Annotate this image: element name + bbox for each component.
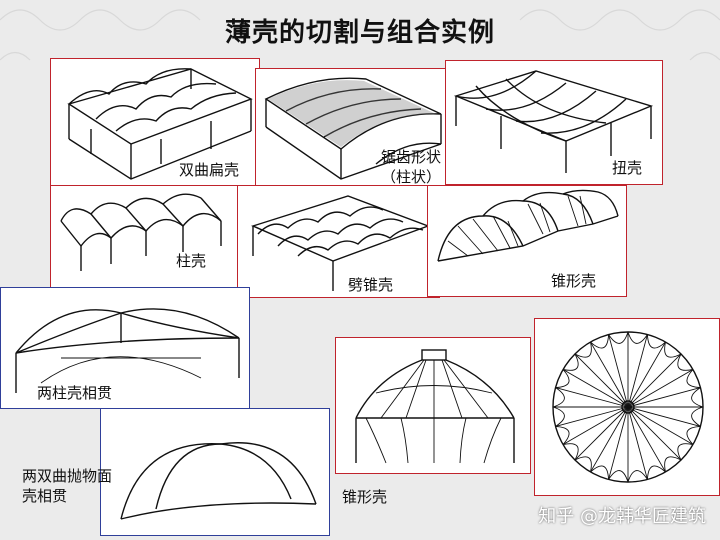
figure-niuke-panel: 扭壳 — [445, 60, 663, 185]
rosette-petal — [555, 369, 570, 389]
rosette-ray — [574, 406, 629, 461]
rosette-petal — [574, 341, 592, 358]
rosette-ray — [555, 406, 629, 427]
liangzhu-drawing — [15, 308, 240, 393]
rosette-ray — [627, 406, 666, 473]
page-title: 薄壳的切割与组合实例 — [224, 18, 495, 48]
rosette-ray — [608, 334, 629, 408]
zhuixing2-drawing — [355, 349, 515, 464]
rosette-petal — [677, 443, 694, 461]
rosette-petal — [574, 456, 592, 473]
rosette-petal — [646, 334, 666, 349]
rosette-petal — [691, 387, 704, 408]
figure-zhuixing1-panel: 锥形壳 — [427, 185, 627, 297]
figure-rosette-panel — [534, 318, 720, 496]
rosette-petal — [677, 353, 694, 371]
figure-pangzhui-panel: 劈锥壳 — [237, 185, 440, 298]
figure-liangzhu-panel: 两柱壳相贯 — [0, 287, 250, 409]
rosette-ray — [590, 341, 629, 408]
figure-liangshuangqu-panel — [100, 408, 330, 536]
rosette-ray — [574, 353, 629, 408]
zhuke-drawing — [60, 193, 222, 271]
rosette-petal — [608, 470, 629, 483]
figure-zhuixing2-panel — [335, 337, 531, 474]
rosette-ray — [590, 406, 629, 473]
figure-liangshuangqu-caption: 两双曲抛物面 壳相贯 — [22, 467, 113, 505]
pangzhui-drawing — [251, 195, 431, 291]
figure-zhuixing2-caption: 锥形壳 — [342, 488, 388, 506]
rosette-ray — [562, 406, 629, 445]
figure-shuangqu-panel: 双曲扁壳 — [50, 58, 260, 188]
rosette-petal — [627, 331, 648, 344]
rosette-ray — [627, 353, 682, 408]
rosette-ray — [627, 369, 694, 408]
rosette-petal — [686, 369, 701, 389]
rosette-petal — [555, 425, 570, 445]
niuke-drawing — [453, 70, 654, 173]
juchi-drawing — [264, 77, 442, 180]
figure-zhuke-caption: 柱壳 — [176, 252, 207, 270]
rosette-ray — [627, 406, 694, 445]
rosette-ray — [627, 406, 682, 461]
rosette-drawing — [552, 331, 704, 483]
rosette-petal — [686, 425, 701, 445]
rosette-petal — [552, 406, 565, 427]
rosette-petal — [590, 334, 610, 349]
rosette-petal — [590, 465, 610, 480]
figure-niuke-caption: 扭壳 — [612, 159, 643, 177]
rosette-ray — [627, 387, 701, 408]
zhuixing1-drawing — [437, 189, 619, 262]
rosette-ray — [627, 406, 701, 427]
rosette-ray — [562, 369, 629, 408]
rosette-petal — [646, 465, 666, 480]
rosette-petal — [562, 353, 579, 371]
liangshuangqu-drawing — [120, 442, 317, 520]
rosette-ray — [627, 341, 666, 408]
figure-pangzhui-caption: 劈锥壳 — [348, 276, 394, 294]
rosette-petal — [664, 456, 682, 473]
figure-liangzhu-caption: 两柱壳相贯 — [37, 384, 113, 402]
rosette-petal — [608, 331, 629, 344]
rosette-ray — [555, 387, 629, 408]
figure-juchi-panel: 锯齿形状 （柱状） — [255, 68, 450, 186]
rosette-petal — [562, 443, 579, 461]
figure-juchi-caption: 锯齿形状 （柱状） — [381, 148, 442, 186]
figure-shuangqu-caption: 双曲扁壳 — [179, 161, 240, 179]
rosette-ray — [627, 334, 648, 408]
shuangqu-drawing — [67, 68, 253, 180]
rosette-ray — [608, 406, 629, 480]
rosette-petal — [552, 387, 565, 408]
rosette-petal — [691, 406, 704, 427]
figure-zhuke-panel: 柱壳 — [50, 185, 238, 290]
rosette-ray — [627, 406, 648, 480]
watermark: 知乎 @龙韩华匠建筑 — [538, 506, 706, 527]
figure-zhuixing1-caption: 锥形壳 — [551, 272, 597, 290]
rosette-petal — [664, 341, 682, 358]
rosette-petal — [627, 470, 648, 483]
